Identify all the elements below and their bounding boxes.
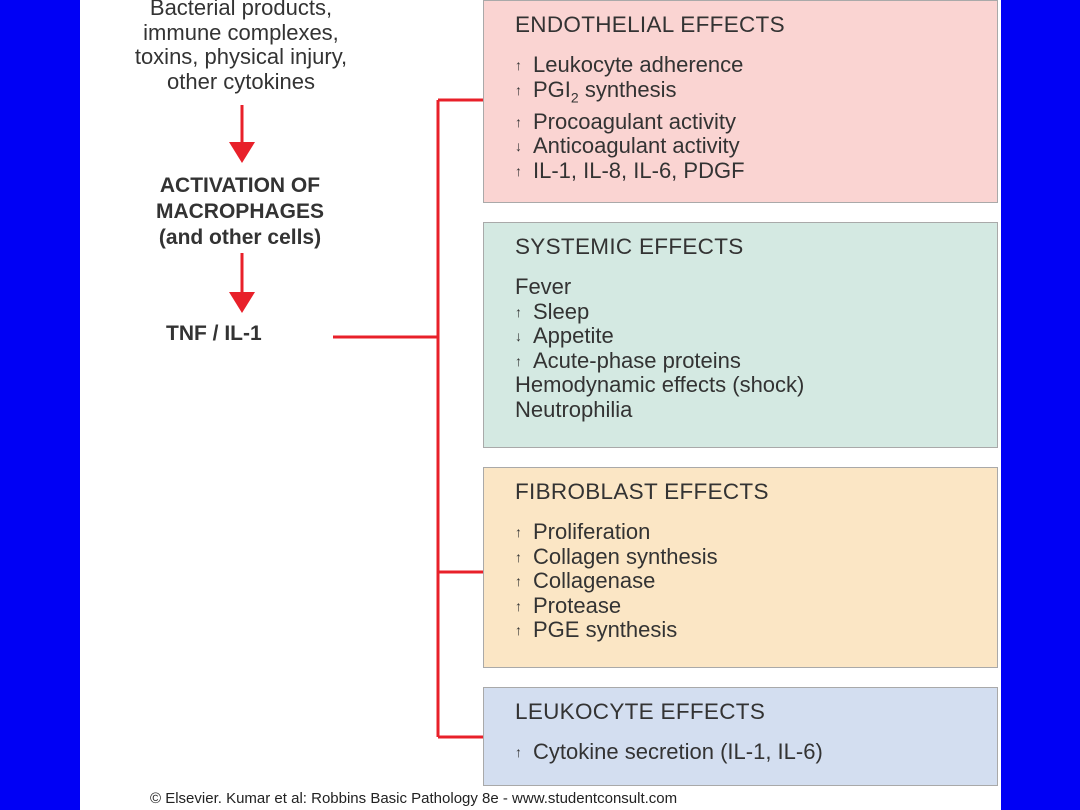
effect-item: ↑Proliferation bbox=[515, 519, 651, 544]
box-title: ENDOTHELIAL EFFECTS bbox=[515, 12, 785, 37]
effect-item: ↓Appetite bbox=[515, 323, 614, 349]
systemic-effects-box: SYSTEMIC EFFECTS Fever↑Sleep↓Appetite↑Acu… bbox=[483, 222, 998, 448]
increase-arrow-icon: ↑ bbox=[515, 113, 522, 130]
box-title: FIBROBLAST EFFECTS bbox=[515, 479, 769, 504]
increase-arrow-icon: ↑ bbox=[515, 622, 522, 639]
effect-item: Fever bbox=[515, 274, 572, 299]
copyright-credit: © Elsevier. Kumar et al: Robbins Basic P… bbox=[150, 790, 678, 807]
effect-item: ↑Cytokine secretion (IL-1, IL-6) bbox=[515, 739, 823, 764]
activation-line: MACROPHAGES bbox=[155, 200, 324, 223]
activation-label: ACTIVATION OF MACROPHAGES (and other cel… bbox=[90, 173, 390, 251]
effect-item: ↓Anticoagulant activity bbox=[515, 133, 740, 159]
increase-arrow-icon: ↑ bbox=[515, 524, 522, 540]
effect-item: ↑PGI2 synthesis bbox=[515, 76, 677, 105]
increase-arrow-icon: ↑ bbox=[515, 352, 522, 369]
increase-arrow-icon: ↑ bbox=[515, 303, 522, 320]
connector-lines bbox=[229, 98, 483, 739]
stimuli-label: Bacterial products, immune complexes, to… bbox=[80, 0, 402, 94]
stimuli-line: Bacterial products, bbox=[149, 0, 333, 20]
activation-line: ACTIVATION OF bbox=[159, 174, 321, 197]
decrease-arrow-icon: ↓ bbox=[515, 138, 522, 155]
box-title: LEUKOCYTE EFFECTS bbox=[515, 699, 766, 724]
effect-item: Neutrophilia bbox=[515, 396, 633, 422]
effect-item: ↑Acute-phase proteins bbox=[515, 347, 741, 373]
increase-arrow-icon: ↑ bbox=[515, 744, 522, 760]
mediator-label: TNF / IL-1 bbox=[166, 322, 262, 345]
increase-arrow-icon: ↑ bbox=[515, 548, 522, 565]
effect-item: Hemodynamic effects (shock) bbox=[515, 372, 805, 398]
increase-arrow-icon: ↑ bbox=[515, 81, 522, 98]
box-title: SYSTEMIC EFFECTS bbox=[515, 234, 744, 259]
stimuli-line: toxins, physical injury, bbox=[134, 44, 348, 69]
effect-item: ↑Sleep bbox=[515, 298, 590, 324]
stimuli-line: immune complexes, bbox=[143, 19, 339, 45]
diagram-panel: Bacterial products, immune complexes, to… bbox=[80, 0, 1001, 810]
effect-item: ↑Protease bbox=[515, 592, 622, 618]
stimuli-line: other cytokines bbox=[167, 68, 315, 94]
effect-item: ↑PGE synthesis bbox=[515, 617, 678, 643]
increase-arrow-icon: ↑ bbox=[515, 597, 522, 614]
flow-arrow-icon bbox=[229, 292, 255, 313]
decrease-arrow-icon: ↓ bbox=[515, 328, 522, 345]
effect-item: ↑Collagenase bbox=[515, 568, 656, 594]
increase-arrow-icon: ↑ bbox=[515, 57, 522, 73]
effect-item: ↑Collagen synthesis bbox=[515, 543, 718, 569]
increase-arrow-icon: ↑ bbox=[515, 162, 522, 179]
activation-line: (and other cells) bbox=[158, 226, 322, 249]
leukocyte-effects-box: LEUKOCYTE EFFECTS ↑Cytokine secretion (IL… bbox=[483, 687, 998, 786]
flow-arrow-icon bbox=[229, 142, 255, 163]
endothelial-effects-box: ENDOTHELIAL EFFECTS↑Leukocyte adherence↑… bbox=[483, 0, 998, 203]
effect-item: ↑Leukocyte adherence bbox=[515, 52, 744, 77]
effect-item: ↑IL-1, IL-8, IL-6, PDGF bbox=[515, 157, 745, 183]
increase-arrow-icon: ↑ bbox=[515, 573, 522, 590]
effect-item: ↑Procoagulant activity bbox=[515, 108, 736, 134]
fibroblast-effects-box: FIBROBLAST EFFECTS↑Proliferation↑Collage… bbox=[483, 467, 998, 668]
